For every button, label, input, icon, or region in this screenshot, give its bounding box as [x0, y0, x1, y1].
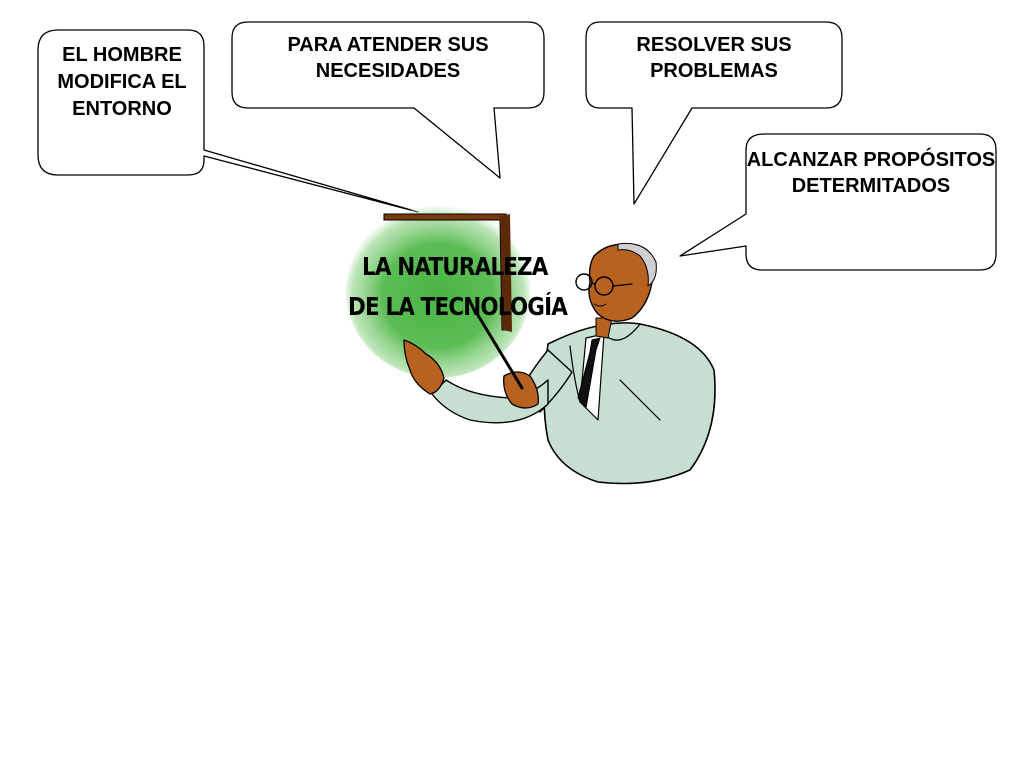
callout-bubble-hombre: [37, 29, 419, 213]
callout-bubble-atender: [231, 21, 545, 179]
board-title-line2: DE LA TECNOLOGÍA: [348, 292, 568, 321]
teacher-illustration: [403, 242, 716, 485]
callout-text-alcanzar: ALCANZAR PROPÓSITOS DETERMITADOS: [746, 149, 996, 197]
board-title-line1: LA NATURALEZA: [362, 252, 548, 281]
callout-text-resolver: RESOLVER SUS PROBLEMAS: [636, 34, 792, 82]
pointer-stick-icon: [474, 310, 524, 390]
chalkboard: [346, 206, 530, 378]
callout-text-hombre: EL HOMBRE MODIFICA EL ENTORNO: [57, 44, 187, 120]
callout-bubble-alcanzar: [679, 133, 997, 271]
callout-bubble-resolver: [585, 21, 843, 205]
callout-text-atender: PARA ATENDER SUS NECESIDADES: [287, 34, 489, 82]
